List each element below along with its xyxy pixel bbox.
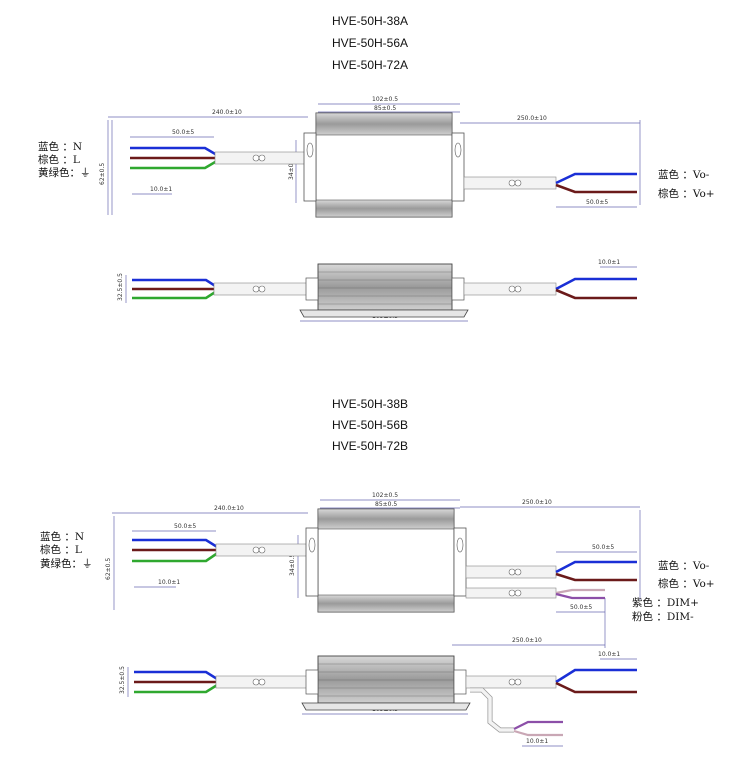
dim-b-mount: 34±0.5 <box>289 554 296 576</box>
label-b-dim-plus: 紫色 ：DIM+ <box>632 596 699 609</box>
label-a-input-n: 蓝色 ：N <box>38 140 82 153</box>
label-a-input-l: 棕色 ：L <box>38 153 80 166</box>
label-a-output-vo-minus: 蓝色 ：Vo- <box>658 168 710 181</box>
dim-b-height: 62±0.5 <box>105 558 112 580</box>
label-b-output-vo-minus: 蓝色 ：Vo- <box>658 559 710 572</box>
section-a-top-view: 240.0±10 102±0.5 85±0.5 250.0±10 50.0±5 … <box>99 96 641 218</box>
dim-a-height: 62±0.5 <box>99 163 106 185</box>
title-b-72: HVE-50H-72B <box>331 439 409 453</box>
dim-b-case-inner: 85±0.5 <box>375 501 397 508</box>
section-b-top-view: 240.0±10 102±0.5 85±0.5 250.0±10 50.0±5 … <box>105 492 641 648</box>
dim-b-strip-left: 50.0±5 <box>174 523 196 530</box>
dim-a-case-inner: 85±0.5 <box>374 105 396 112</box>
section-b-side-view: 32.5±0.5 10.0±1 109±0.5 10.0±1 <box>119 651 637 747</box>
dim-b-tin-right: 10.0±1 <box>598 651 620 658</box>
label-b-input-earth: 黄绿色：⏚ <box>40 557 93 570</box>
dim-a-mount: 34±0.5 <box>288 158 295 180</box>
dim-b-tin-left: 10.0±1 <box>158 579 180 586</box>
title-a-56: HVE-50H-56A <box>331 36 409 50</box>
title-a-72: HVE-50H-72A <box>331 58 409 72</box>
dim-a-case-len: 102±0.5 <box>372 96 398 103</box>
label-b-input-n: 蓝色 ：N <box>40 530 84 543</box>
dim-b-dim-wire: 250.0±10 <box>512 637 542 644</box>
dim-a-side-height: 32.5±0.5 <box>117 273 124 301</box>
label-a-output-vo-plus: 棕色 ：Vo+ <box>658 187 715 200</box>
dim-b-case-len: 102±0.5 <box>372 492 398 499</box>
dim-b-left-wire: 240.0±10 <box>214 505 244 512</box>
dim-a-tin-left: 10.0±1 <box>150 186 172 193</box>
dim-b-tin-dim: 10.0±1 <box>526 738 548 745</box>
dim-a-tin-right: 10.0±1 <box>598 259 620 266</box>
label-b-dim-minus: 粉色 ：DIM- <box>632 610 694 623</box>
dim-a-strip-left: 50.0±5 <box>172 129 194 136</box>
section-a-side-view: 32.5±0.5 10.0±1 109±0.5 <box>117 259 637 322</box>
dim-b-right-wire: 250.0±10 <box>522 499 552 506</box>
dim-b-side-height: 32.5±0.5 <box>119 666 126 694</box>
dim-b-strip-right: 50.0±5 <box>592 544 614 551</box>
label-b-output-vo-plus: 棕色 ：Vo+ <box>658 577 715 590</box>
dim-a-strip-right: 50.0±5 <box>586 199 608 206</box>
title-a-38: HVE-50H-38A <box>331 14 409 28</box>
dim-b-strip-dim: 50.0±5 <box>570 604 592 611</box>
label-b-input-l: 棕色 ：L <box>40 543 82 556</box>
title-b-38: HVE-50H-38B <box>331 397 409 411</box>
label-a-input-earth: 黄绿色：⏚ <box>38 166 91 179</box>
dim-a-left-wire: 240.0±10 <box>212 109 242 116</box>
title-b-56: HVE-50H-56B <box>331 418 409 432</box>
dim-a-right-wire: 250.0±10 <box>517 115 547 122</box>
